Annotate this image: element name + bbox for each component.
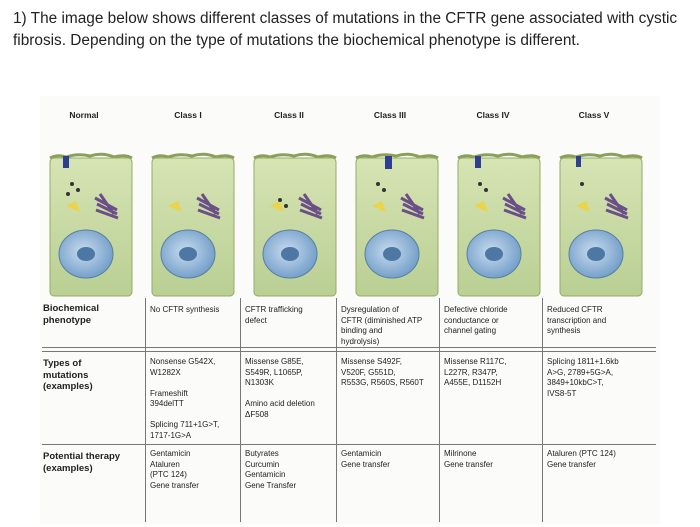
table-cell: Missense R117C, L227R, R347P, A455E, D11… <box>444 357 507 387</box>
table-divider <box>42 347 656 348</box>
column-header-class-iii: Class III <box>373 110 407 120</box>
table-cell: Dysregulation of CFTR (diminished ATP bi… <box>341 305 423 346</box>
row-label-potential-therapy: Potential therapy (examples) <box>43 451 121 474</box>
table-column-divider <box>336 298 337 522</box>
epithelial-cell-illustrations <box>49 152 643 297</box>
row-label-biochemical-phenotype: Biochemical phenotype <box>43 303 99 326</box>
table-cell: CFTR trafficking defect <box>245 305 303 325</box>
table-cell: Gentamicin Gene transfer <box>341 449 390 469</box>
table-cell: Milrinone Gene transfer <box>444 449 493 469</box>
cell-class-iii <box>355 152 439 297</box>
table-divider <box>42 351 656 352</box>
table-cell: Defective chloride conductance or channe… <box>444 305 508 335</box>
cell-normal <box>49 152 133 297</box>
table-cell: Reduced CFTR transcription and synthesis <box>547 305 607 335</box>
table-column-divider <box>542 298 543 522</box>
table-column-divider <box>145 298 146 522</box>
table-cell: Missense G85E, S549R, L1065P, N1303K Ami… <box>245 357 315 419</box>
row-label-types-of-mutations: Types of mutations (examples) <box>43 358 93 392</box>
table-column-divider <box>240 298 241 522</box>
table-cell: Missense S492F, V520F, G551D, R553G, R56… <box>341 357 424 387</box>
cell-class-ii <box>253 152 337 297</box>
cell-class-iv <box>457 152 541 297</box>
column-header-class-v: Class V <box>578 110 610 120</box>
cell-class-i <box>151 152 235 297</box>
table-cell: Butyrates Curcumin Gentamicin Gene Trans… <box>245 449 297 490</box>
column-header-class-ii: Class II <box>274 110 304 120</box>
table-cell: Splicing 1811+1.6kb A>G, 2789+5G>A, 3849… <box>547 357 619 398</box>
table-cell: No CFTR synthesis <box>150 305 220 314</box>
table-cell: Ataluren (PTC 124) Gene transfer <box>547 449 616 469</box>
table-column-divider <box>439 298 440 522</box>
column-header-class-i: Class I <box>174 110 202 120</box>
table-cell: Nonsense G542X, W1282X Frameshift 394del… <box>150 357 220 440</box>
cell-class-v <box>559 152 643 297</box>
table-cell: Gentamicin Ataluren (PTC 124) Gene trans… <box>150 449 199 490</box>
question-text: 1) The image below shows different class… <box>13 10 678 49</box>
table-divider <box>42 444 656 445</box>
cftr-mutation-classes-figure: Normal Class I Class II Class III Class … <box>40 96 660 524</box>
column-header-normal: Normal <box>69 110 99 120</box>
column-header-class-iv: Class IV <box>476 110 510 120</box>
